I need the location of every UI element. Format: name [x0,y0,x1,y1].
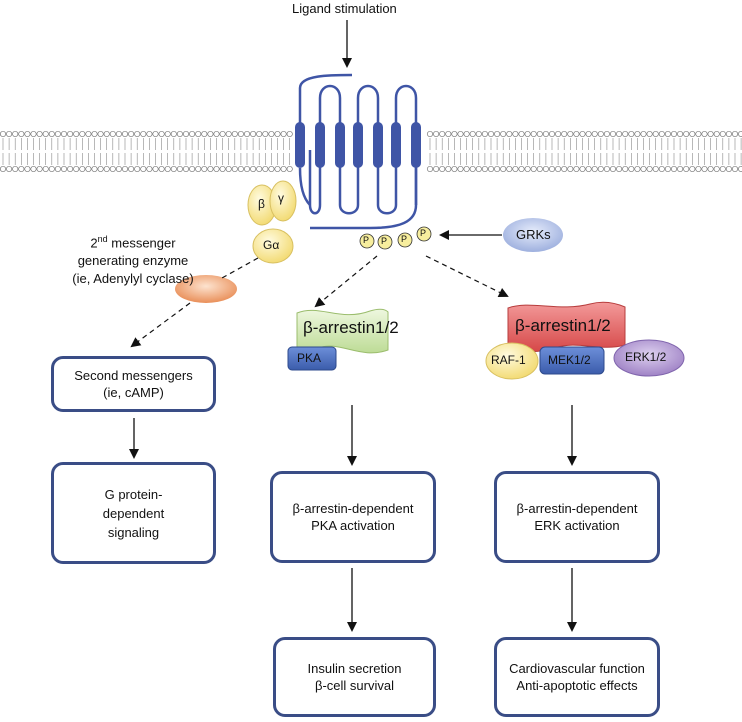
pka-activation-box: β-arrestin-dependent PKA activation [270,471,436,563]
g-protein-line2: dependent [102,505,165,521]
second-messengers-line1: Second messengers [74,368,193,383]
g-protein-line1: G protein- [104,486,163,502]
pka-shape [287,346,337,371]
enzyme-label: 2nd messenger generating enzyme (ie, Ade… [26,230,240,288]
erk-activation-box: β-arrestin-dependent ERK activation [494,471,660,563]
phosphate-label-3: P [401,234,408,244]
insulin-line1: Insulin secretion [307,661,402,676]
enzyme-label-rest: messenger [107,235,176,251]
erk-activation-line2: ERK activation [534,518,620,533]
cardio-line1: Cardiovascular function [509,661,645,676]
mek-label: MEK1/2 [548,353,591,367]
erk-label: ERK1/2 [625,350,667,364]
second-messengers-line2: (ie, cAMP) [103,385,164,400]
mek-shape [539,346,605,375]
dashed-arrow-to-arrestin-left [314,255,378,308]
dashed-arrow-enzyme-to-messengers [130,302,191,348]
pka-label: PKA [297,351,322,365]
g-protein-line3: signaling [107,524,160,540]
arrestin-right-title: β-arrestin1/2 [515,316,611,335]
enzyme-label-line3: (ie, Adenylyl cyclase) [72,271,194,287]
enzyme-label-line2: generating enzyme [77,253,189,269]
pka-activation-line2: PKA activation [311,518,395,533]
insulin-line2: β-cell survival [315,678,394,693]
phosphate-label-1: P [363,235,370,245]
pka-activation-line1: β-arrestin-dependent [292,501,414,516]
grks-label: GRKs [516,227,551,242]
enzyme-label-sup: nd [97,234,108,244]
phosphate-label-4: P [420,228,427,238]
second-messengers-box: Second messengers (ie, cAMP) [51,356,216,412]
cardio-box: Cardiovascular function Anti-apoptotic e… [494,637,660,717]
arrestin-right-shape [507,301,626,353]
raf-shape [485,342,539,380]
g-gamma-label: γ [278,191,284,205]
enzyme-label-num: 2 [90,235,98,251]
g-alpha-label: Gα [263,238,280,252]
enzyme-shape [175,275,237,303]
gpcr-receptor [295,73,421,230]
cardio-line2: Anti-apoptotic effects [516,678,638,693]
erk-activation-line1: β-arrestin-dependent [516,501,638,516]
g-alpha-subunit [252,228,294,264]
erk-shape [613,339,685,377]
cell-membrane [0,130,742,173]
phosphate-group [359,226,432,250]
dashed-arrow-g-to-enzyme [221,257,259,279]
arrestin-left-title: β-arrestin1/2 [303,318,399,337]
insulin-box: Insulin secretion β-cell survival [273,637,436,717]
raf-label: RAF-1 [491,353,526,367]
g-gamma-subunit [269,180,297,222]
grks-shape [503,218,563,252]
g-protein-signaling-box: G protein- dependent signaling [51,462,216,564]
dashed-arrow-to-arrestin-right [425,255,509,297]
g-beta-label: β [258,197,265,211]
ligand-stimulation-label: Ligand stimulation [292,1,397,16]
phosphate-label-2: P [381,236,388,246]
